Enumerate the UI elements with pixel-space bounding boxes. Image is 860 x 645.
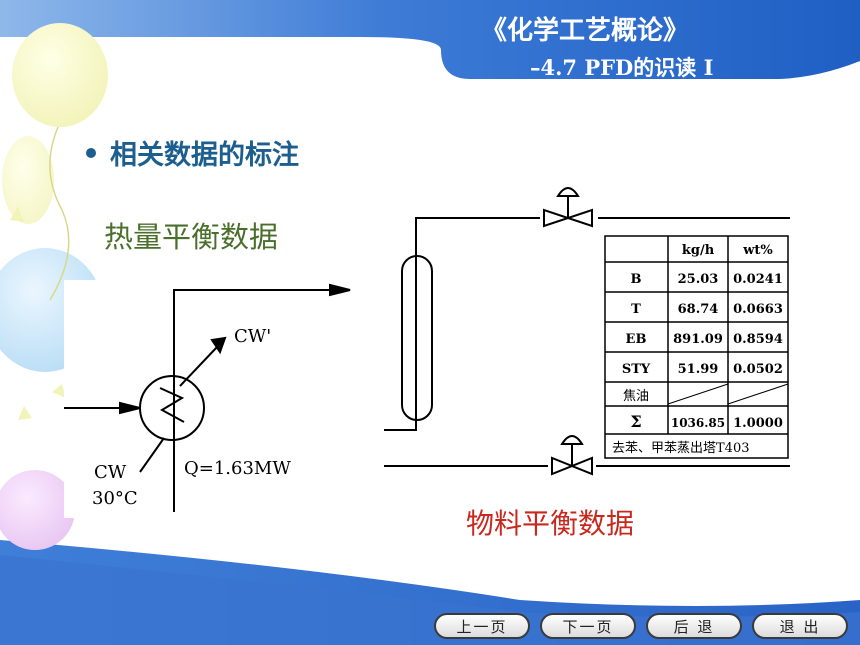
table-cell: B (631, 272, 642, 287)
table-cell: Σ (630, 412, 641, 431)
heat-exchanger-diagram (64, 283, 351, 512)
nav-bar: 上一页 下一页 后 退 退 出 (434, 613, 848, 639)
table-cell: EB (626, 332, 647, 347)
next-page-button[interactable]: 下一页 (540, 613, 636, 639)
duty-label: Q=1.63MW (184, 458, 291, 479)
table-cell: 891.09 (673, 332, 723, 347)
temperature-label: 30°C (92, 488, 138, 509)
header-subtitle: –4.7 PFD的识读 I (530, 55, 714, 80)
table-cell: 25.03 (678, 272, 719, 287)
prev-page-button[interactable]: 上一页 (434, 613, 530, 639)
table-cell: 0.0502 (733, 362, 783, 377)
table-cell: 51.99 (678, 362, 719, 377)
header-title: 《化学工艺概论》 (480, 16, 689, 46)
column-diagram (384, 187, 790, 476)
table-footer: 去苯、甲苯蒸出塔T403 (612, 441, 749, 456)
table-cell: 1036.85 (671, 416, 725, 430)
bullet-dot-icon (86, 147, 96, 158)
cw-in-label: CW (94, 462, 127, 483)
cw-out-label: CW' (234, 326, 271, 347)
bullet-text: 相关数据的标注 (110, 140, 299, 171)
table-cell: 1.0000 (733, 416, 783, 431)
material-balance-label: 物料平衡数据 (466, 507, 635, 540)
table-cell: 0.8594 (733, 332, 783, 347)
table-cell: STY (622, 362, 651, 377)
table-header-wt: wt% (742, 243, 773, 258)
stream-table (604, 235, 789, 459)
table-cell: T (631, 302, 641, 317)
table-cell: 68.74 (678, 302, 719, 317)
table-cell: 0.0241 (733, 272, 783, 287)
back-button[interactable]: 后 退 (646, 613, 742, 639)
table-header-kgh: kg/h (682, 243, 715, 258)
exit-button[interactable]: 退 出 (752, 613, 848, 639)
heat-balance-label: 热量平衡数据 (104, 220, 279, 254)
table-cell: 0.0663 (733, 302, 783, 317)
bullet-item: 相关数据的标注 (86, 133, 299, 172)
table-cell: 焦油 (623, 389, 649, 404)
